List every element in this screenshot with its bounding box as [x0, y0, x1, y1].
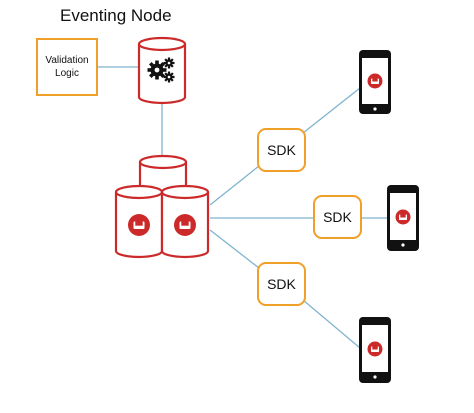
connector-cluster-to-sdk-bot [209, 229, 260, 269]
connector-sdk-top-to-phone-top [302, 87, 361, 134]
connectors [98, 66, 388, 349]
connector-cluster-to-sdk-top [209, 165, 260, 206]
validation-logic-label: Validation Logic [45, 55, 89, 79]
sdk-box-bottom: SDK [257, 262, 306, 306]
sdk-label: SDK [323, 209, 352, 225]
connector-sdk-bot-to-phone-bot [302, 299, 361, 349]
database-with-gears-icon [137, 36, 187, 105]
couchbase-logo-icon [174, 214, 196, 236]
smartphone-icon [359, 317, 391, 383]
smartphone-icon [387, 185, 419, 251]
database-cluster-icon [114, 154, 210, 259]
validation-logic-box: Validation Logic [36, 38, 98, 96]
couchbase-logo-icon [128, 214, 150, 236]
sdk-label: SDK [267, 142, 296, 158]
sdk-label: SDK [267, 276, 296, 292]
eventing-node-title: Eventing Node [60, 6, 172, 25]
sdk-box-top: SDK [257, 128, 306, 172]
sdk-box-middle: SDK [313, 195, 362, 239]
smartphone-icon [359, 50, 391, 114]
gears-icon [147, 57, 175, 83]
